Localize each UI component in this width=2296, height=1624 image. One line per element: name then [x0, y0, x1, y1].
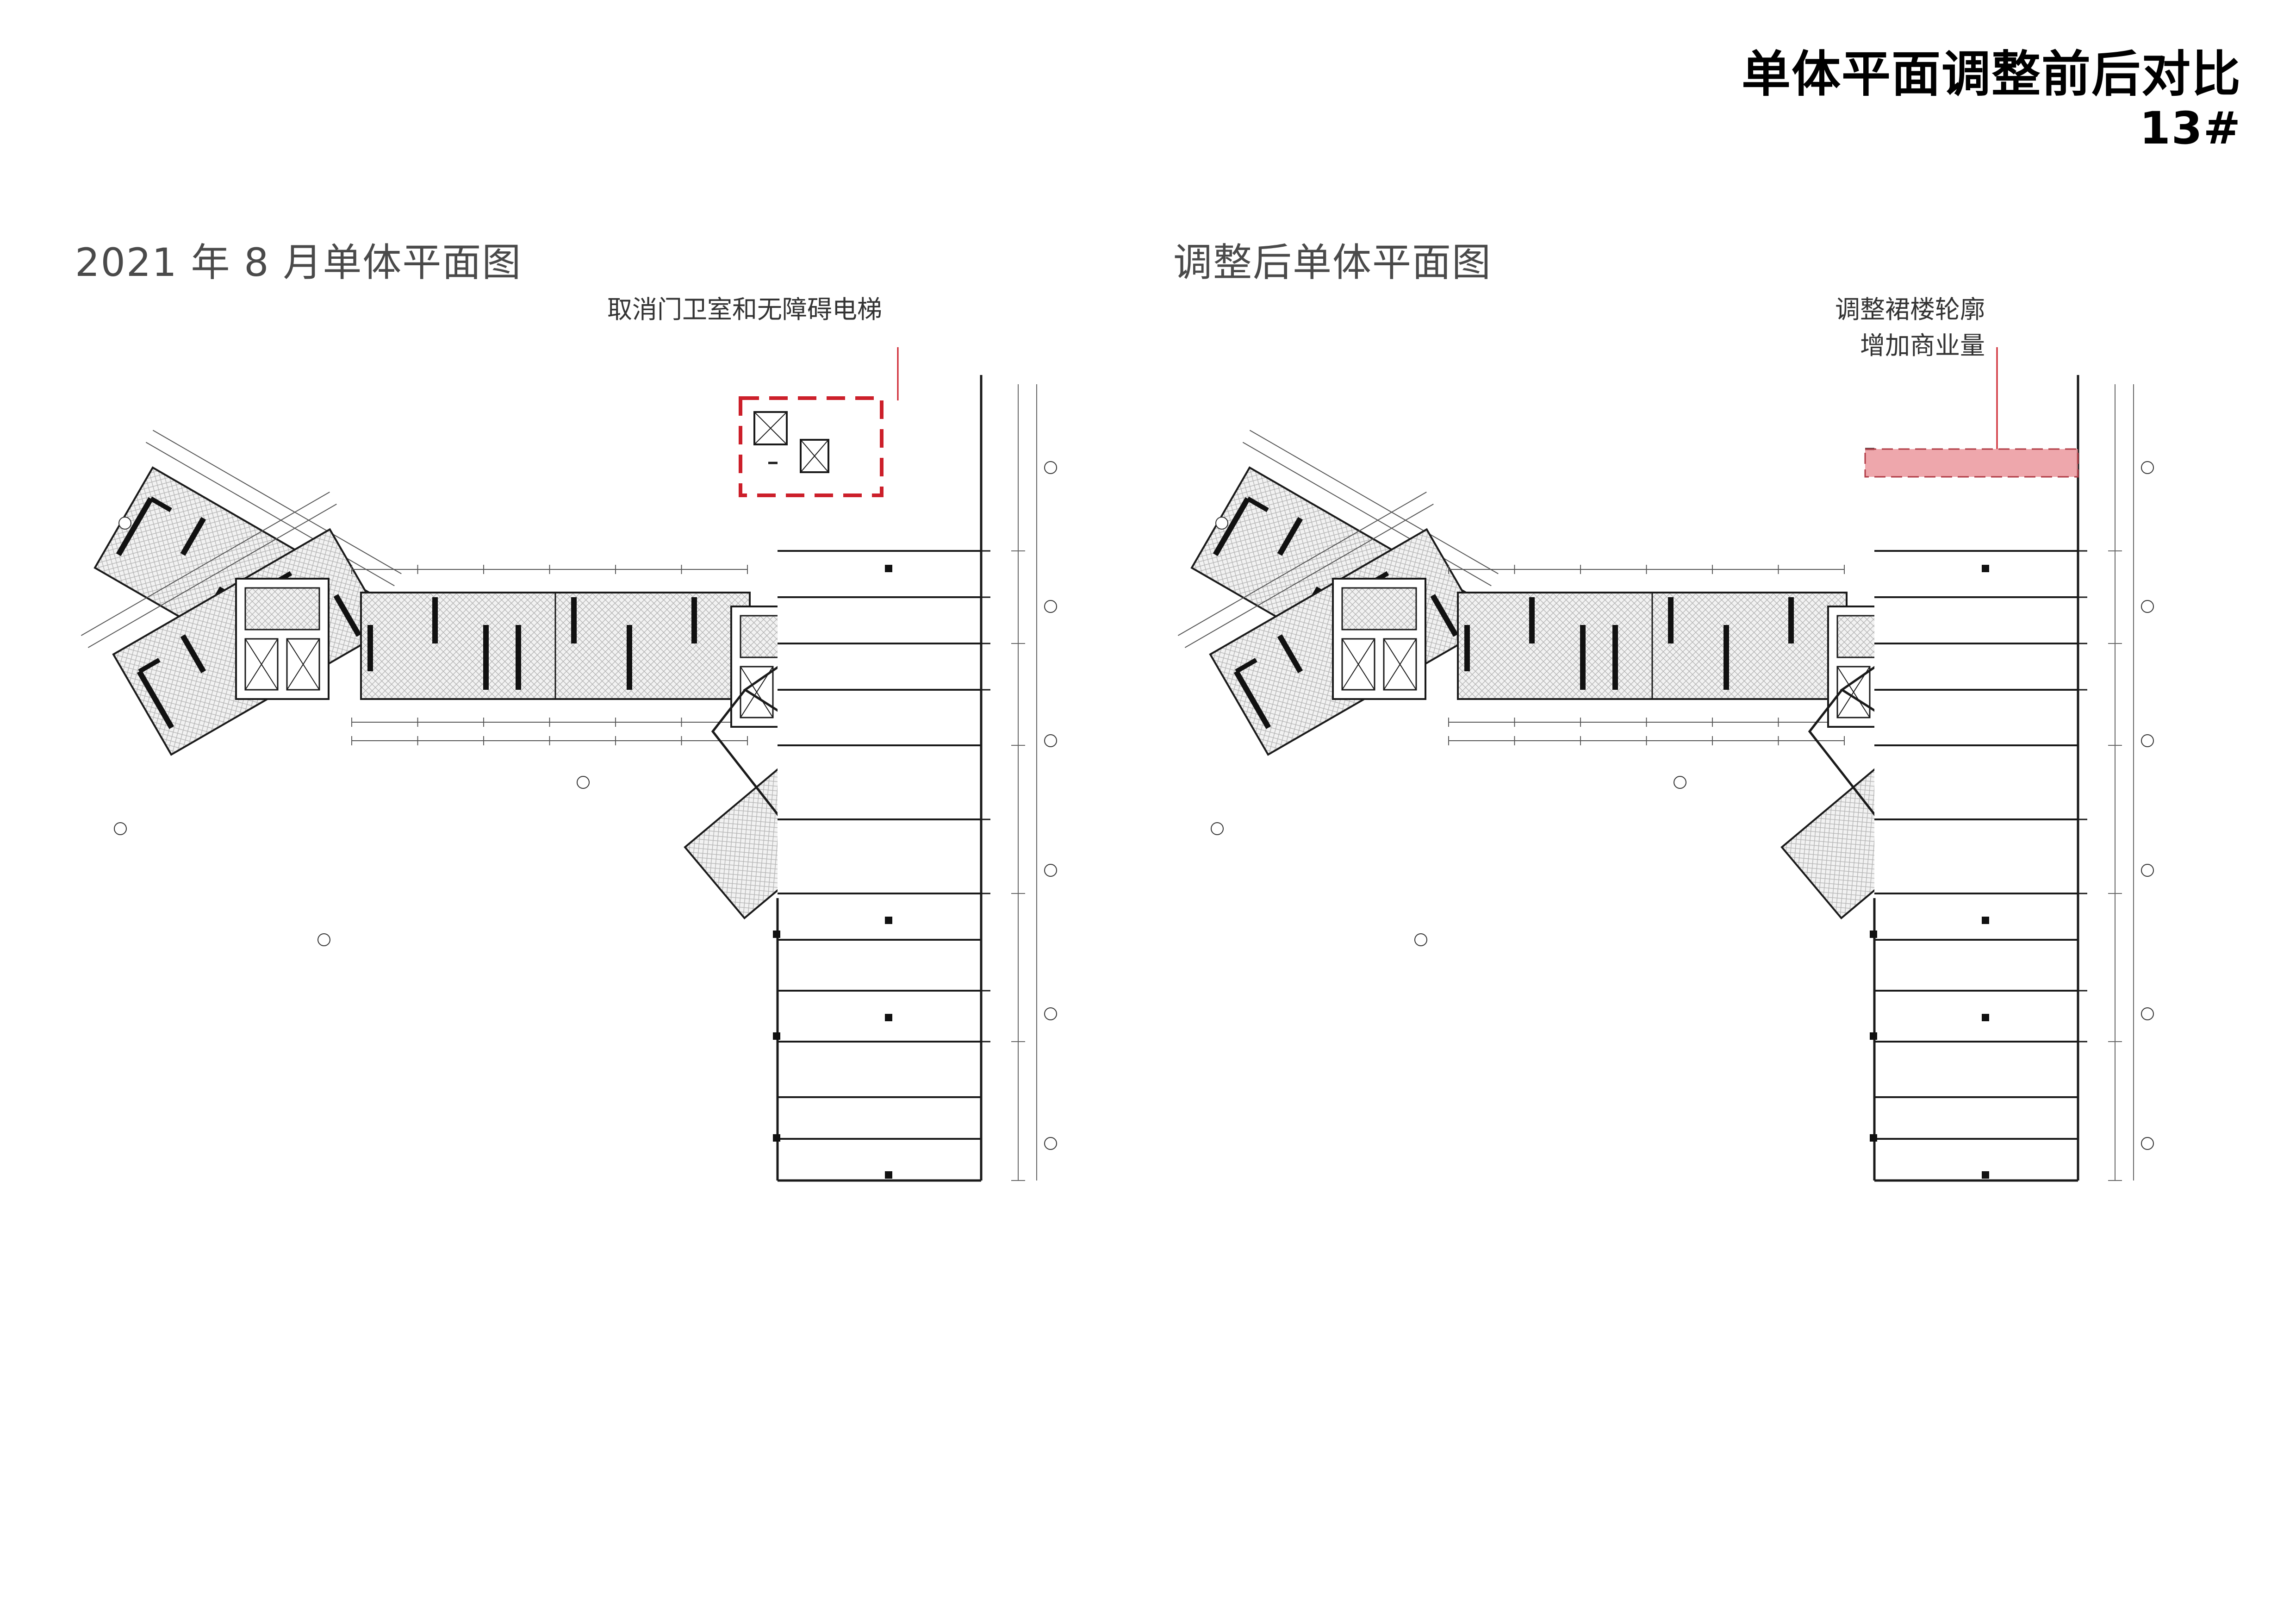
- right-panel-note-line1: 调整裙楼轮廓: [1835, 295, 1985, 324]
- floor-plan-after: [1171, 347, 2154, 1185]
- page-title: 单体平面调整前后对比 13#: [1742, 46, 2241, 154]
- plan-left-core: [1332, 578, 1426, 700]
- right-panel-note: 调整裙楼轮廓 增加商业量: [1835, 292, 1985, 364]
- left-panel-title: 2021 年 8 月单体平面图: [75, 240, 522, 285]
- added-podium-highlight: [1864, 347, 2079, 478]
- floor-plan-before: [74, 347, 1057, 1185]
- left-panel-note: 取消门卫室和无障碍电梯: [607, 295, 882, 324]
- plan-left-core: [235, 578, 330, 700]
- plan-podium: [1808, 375, 2134, 1181]
- removed-gatehouse-highlight: [739, 347, 899, 497]
- plan-central-block: [1448, 564, 1848, 746]
- page-title-text: 单体平面调整前后对比: [1742, 46, 2241, 103]
- right-panel-title: 调整后单体平面图: [1173, 240, 1492, 285]
- right-panel-note-line2: 增加商业量: [1860, 331, 1985, 361]
- plan-central-block: [351, 564, 751, 746]
- building-number: 13#: [2139, 102, 2241, 154]
